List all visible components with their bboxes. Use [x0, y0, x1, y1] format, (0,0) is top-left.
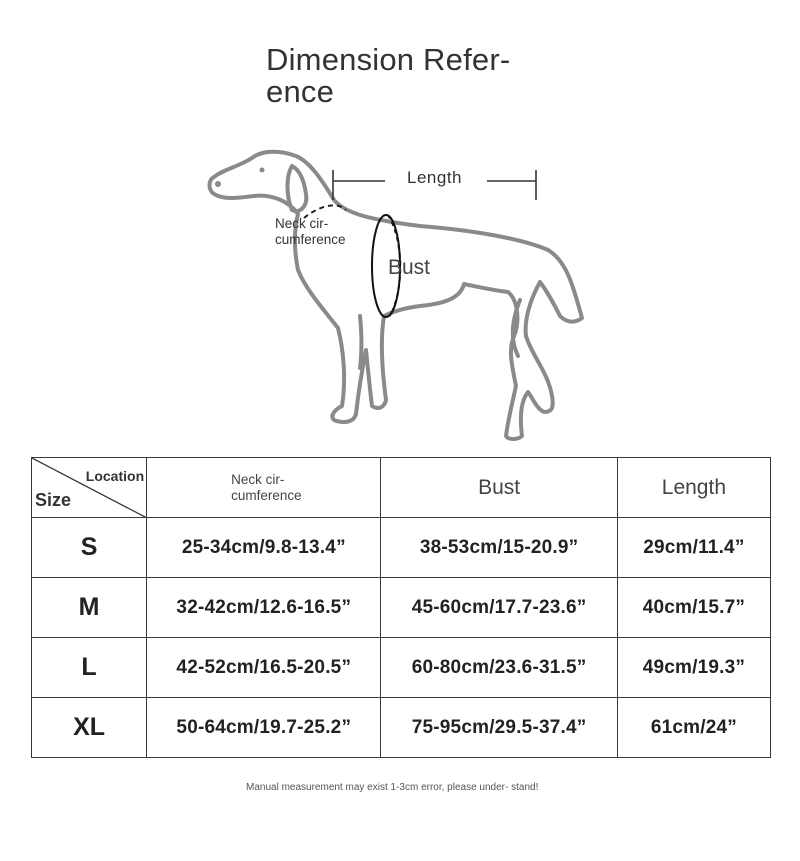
bust-column-header: Bust: [380, 457, 618, 518]
neck-value: 32-42cm/12.6-16.5”: [146, 577, 382, 638]
table-header-row: Location Size Neck cir- cumference Bust …: [30, 457, 772, 518]
page-title: Dimension Refer- ence: [266, 42, 511, 109]
neck-value: 50-64cm/19.7-25.2”: [146, 697, 382, 758]
length-value: 29cm/11.4”: [616, 517, 772, 578]
length-value: 40cm/15.7”: [616, 577, 772, 638]
bust-value: 38-53cm/15-20.9”: [380, 517, 618, 578]
size-cell: XL: [30, 697, 148, 758]
table-row: M 32-42cm/12.6-16.5” 45-60cm/17.7-23.6” …: [30, 577, 772, 638]
size-cell: L: [30, 637, 148, 698]
bust-value: 75-95cm/29.5-37.4”: [380, 697, 618, 758]
measurement-note: Manual measurement may exist 1-3cm error…: [246, 782, 539, 793]
table-row: XL 50-64cm/19.7-25.2” 75-95cm/29.5-37.4”…: [30, 697, 772, 758]
dog-silhouette-illustration: [207, 149, 584, 441]
corner-header-cell: Location Size: [30, 457, 148, 518]
bust-value: 60-80cm/23.6-31.5”: [380, 637, 618, 698]
size-chart-table: Location Size Neck cir- cumference Bust …: [30, 457, 772, 758]
neck-circumference-label: Neck cir- cumference: [275, 216, 346, 247]
neck-column-header: Neck cir- cumference: [146, 457, 382, 518]
size-cell: S: [30, 517, 148, 578]
location-header: Location: [85, 468, 145, 484]
length-column-header: Length: [616, 457, 772, 518]
table-row: S 25-34cm/9.8-13.4” 38-53cm/15-20.9” 29c…: [30, 517, 772, 578]
bust-label: Bust: [388, 256, 431, 279]
bust-value: 45-60cm/17.7-23.6”: [380, 577, 618, 638]
dog-outline: [207, 149, 584, 441]
neck-value: 42-52cm/16.5-20.5”: [146, 637, 382, 698]
table-row: L 42-52cm/16.5-20.5” 60-80cm/23.6-31.5” …: [30, 637, 772, 698]
length-value: 49cm/19.3”: [616, 637, 772, 698]
length-label: Length: [407, 168, 462, 187]
size-header: Size: [35, 490, 72, 510]
neck-value: 25-34cm/9.8-13.4”: [146, 517, 382, 578]
size-cell: M: [30, 577, 148, 638]
length-value: 61cm/24”: [616, 697, 772, 758]
